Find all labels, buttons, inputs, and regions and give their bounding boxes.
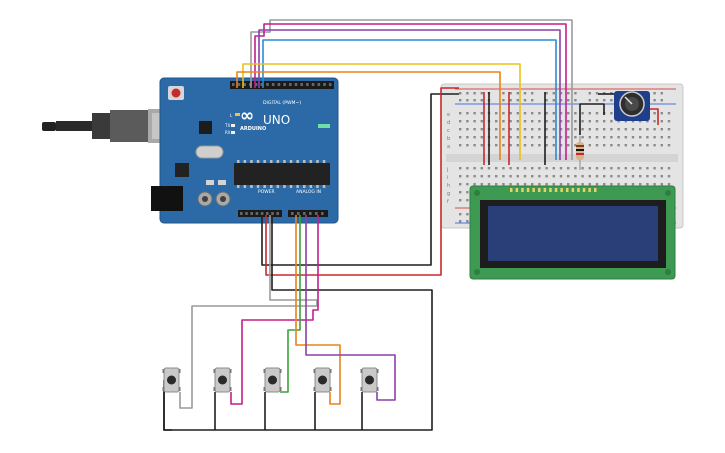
breadboard-row-label: e (447, 112, 450, 118)
push-button-4[interactable] (313, 367, 332, 393)
dc-jack (151, 186, 183, 211)
breadboard-row-label: j (446, 167, 448, 173)
lcd-module (469, 185, 676, 280)
breadboard-row-label: a (447, 144, 450, 150)
push-buttons (162, 367, 379, 393)
reset-button[interactable] (171, 88, 181, 98)
usb-cable (42, 109, 178, 143)
wires (163, 19, 659, 431)
breadboard-row-label: h (447, 183, 450, 189)
breadboard-row-label: g (447, 191, 450, 197)
breadboard-row-label: d (447, 120, 450, 126)
resistor (576, 136, 584, 170)
rx-led-icon (231, 131, 235, 134)
lcd-screen (488, 206, 658, 261)
atmega-chip (234, 163, 330, 185)
wire-orange (236, 71, 501, 160)
tx-label: TX (224, 123, 230, 128)
rx-label: RX (225, 130, 231, 135)
breadboard-row-label: c (447, 128, 450, 134)
breadboard-row-label: b (447, 136, 450, 142)
wire-purple (258, 29, 561, 160)
model-label: UNO (263, 113, 290, 127)
wire-orange-button (295, 215, 341, 405)
push-button-5[interactable] (360, 367, 379, 393)
wire-red-5v (265, 87, 459, 276)
push-button-1[interactable] (162, 367, 181, 393)
arduino-logo: ARDUINO (240, 126, 266, 132)
wire-gray-button (179, 215, 318, 409)
digital-label: DIGITAL (PWM~) (263, 100, 301, 106)
usb-chip (199, 121, 212, 134)
breadboard-row-label: i (447, 175, 448, 181)
on-led-icon (318, 124, 330, 128)
l-led-icon (235, 113, 240, 116)
wire-purple-button (305, 215, 396, 401)
push-button-2[interactable] (213, 367, 232, 393)
analog-label: ANALOG IN (296, 189, 321, 195)
wire-yellow (242, 63, 521, 160)
infinity-logo-icon: ∞ (240, 106, 254, 126)
push-button-3[interactable] (263, 367, 282, 393)
wire-green-button (280, 215, 301, 393)
crystal (195, 145, 224, 159)
wire-gray (250, 19, 573, 160)
power-label: POWER (258, 189, 275, 195)
breadboard-row-label: f (447, 199, 449, 205)
arduino-uno: DIGITAL (PWM~) ∞ ARDUINO UNO L TX RX (151, 77, 339, 224)
potentiometer[interactable] (614, 91, 650, 121)
wire-magenta-button (230, 215, 319, 405)
l-label: L (230, 113, 233, 118)
voltage-regulator (175, 163, 189, 177)
tx-led-icon (231, 124, 235, 127)
